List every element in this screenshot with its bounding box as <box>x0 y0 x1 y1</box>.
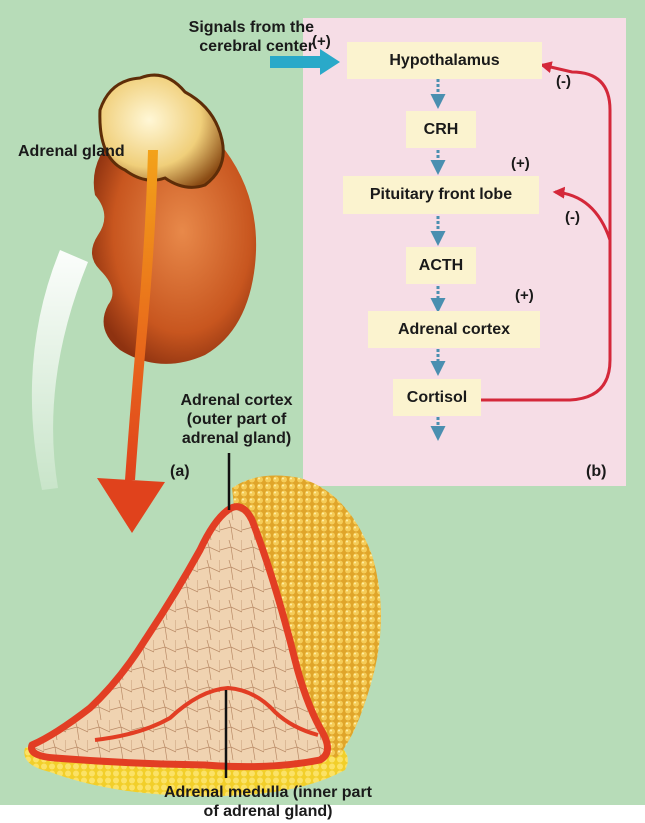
step-pituitary-front-lobe: Pituitary front lobe <box>343 176 539 214</box>
panel-b-label: (b) <box>586 462 606 481</box>
zoom-arrow-head <box>97 478 165 533</box>
inhibition-sign-1: (-) <box>556 73 571 90</box>
adrenal-gland-label: Adrenal gland <box>18 142 125 161</box>
step-hypothalamus: Hypothalamus <box>347 42 542 79</box>
adrenal-medulla-label: Adrenal medulla (inner part of adrenal g… <box>118 783 418 821</box>
step-crh: CRH <box>406 111 476 148</box>
step-cortisol: Cortisol <box>393 379 481 416</box>
stimulation-sign-1: (+) <box>511 155 530 172</box>
step-adrenal-cortex: Adrenal cortex <box>368 311 540 348</box>
stimulation-sign-2: (+) <box>515 287 534 304</box>
step-acth: ACTH <box>406 247 476 284</box>
panel-a-label: (a) <box>170 462 190 481</box>
ghost-arrow <box>32 250 88 490</box>
signal-input-label: Signals from the cerebral center <box>106 18 314 56</box>
inhibition-sign-2: (-) <box>565 209 580 226</box>
signal-input-sign: (+) <box>312 33 331 50</box>
adrenal-cortex-label: Adrenal cortex (outer part of adrenal gl… <box>164 391 309 448</box>
